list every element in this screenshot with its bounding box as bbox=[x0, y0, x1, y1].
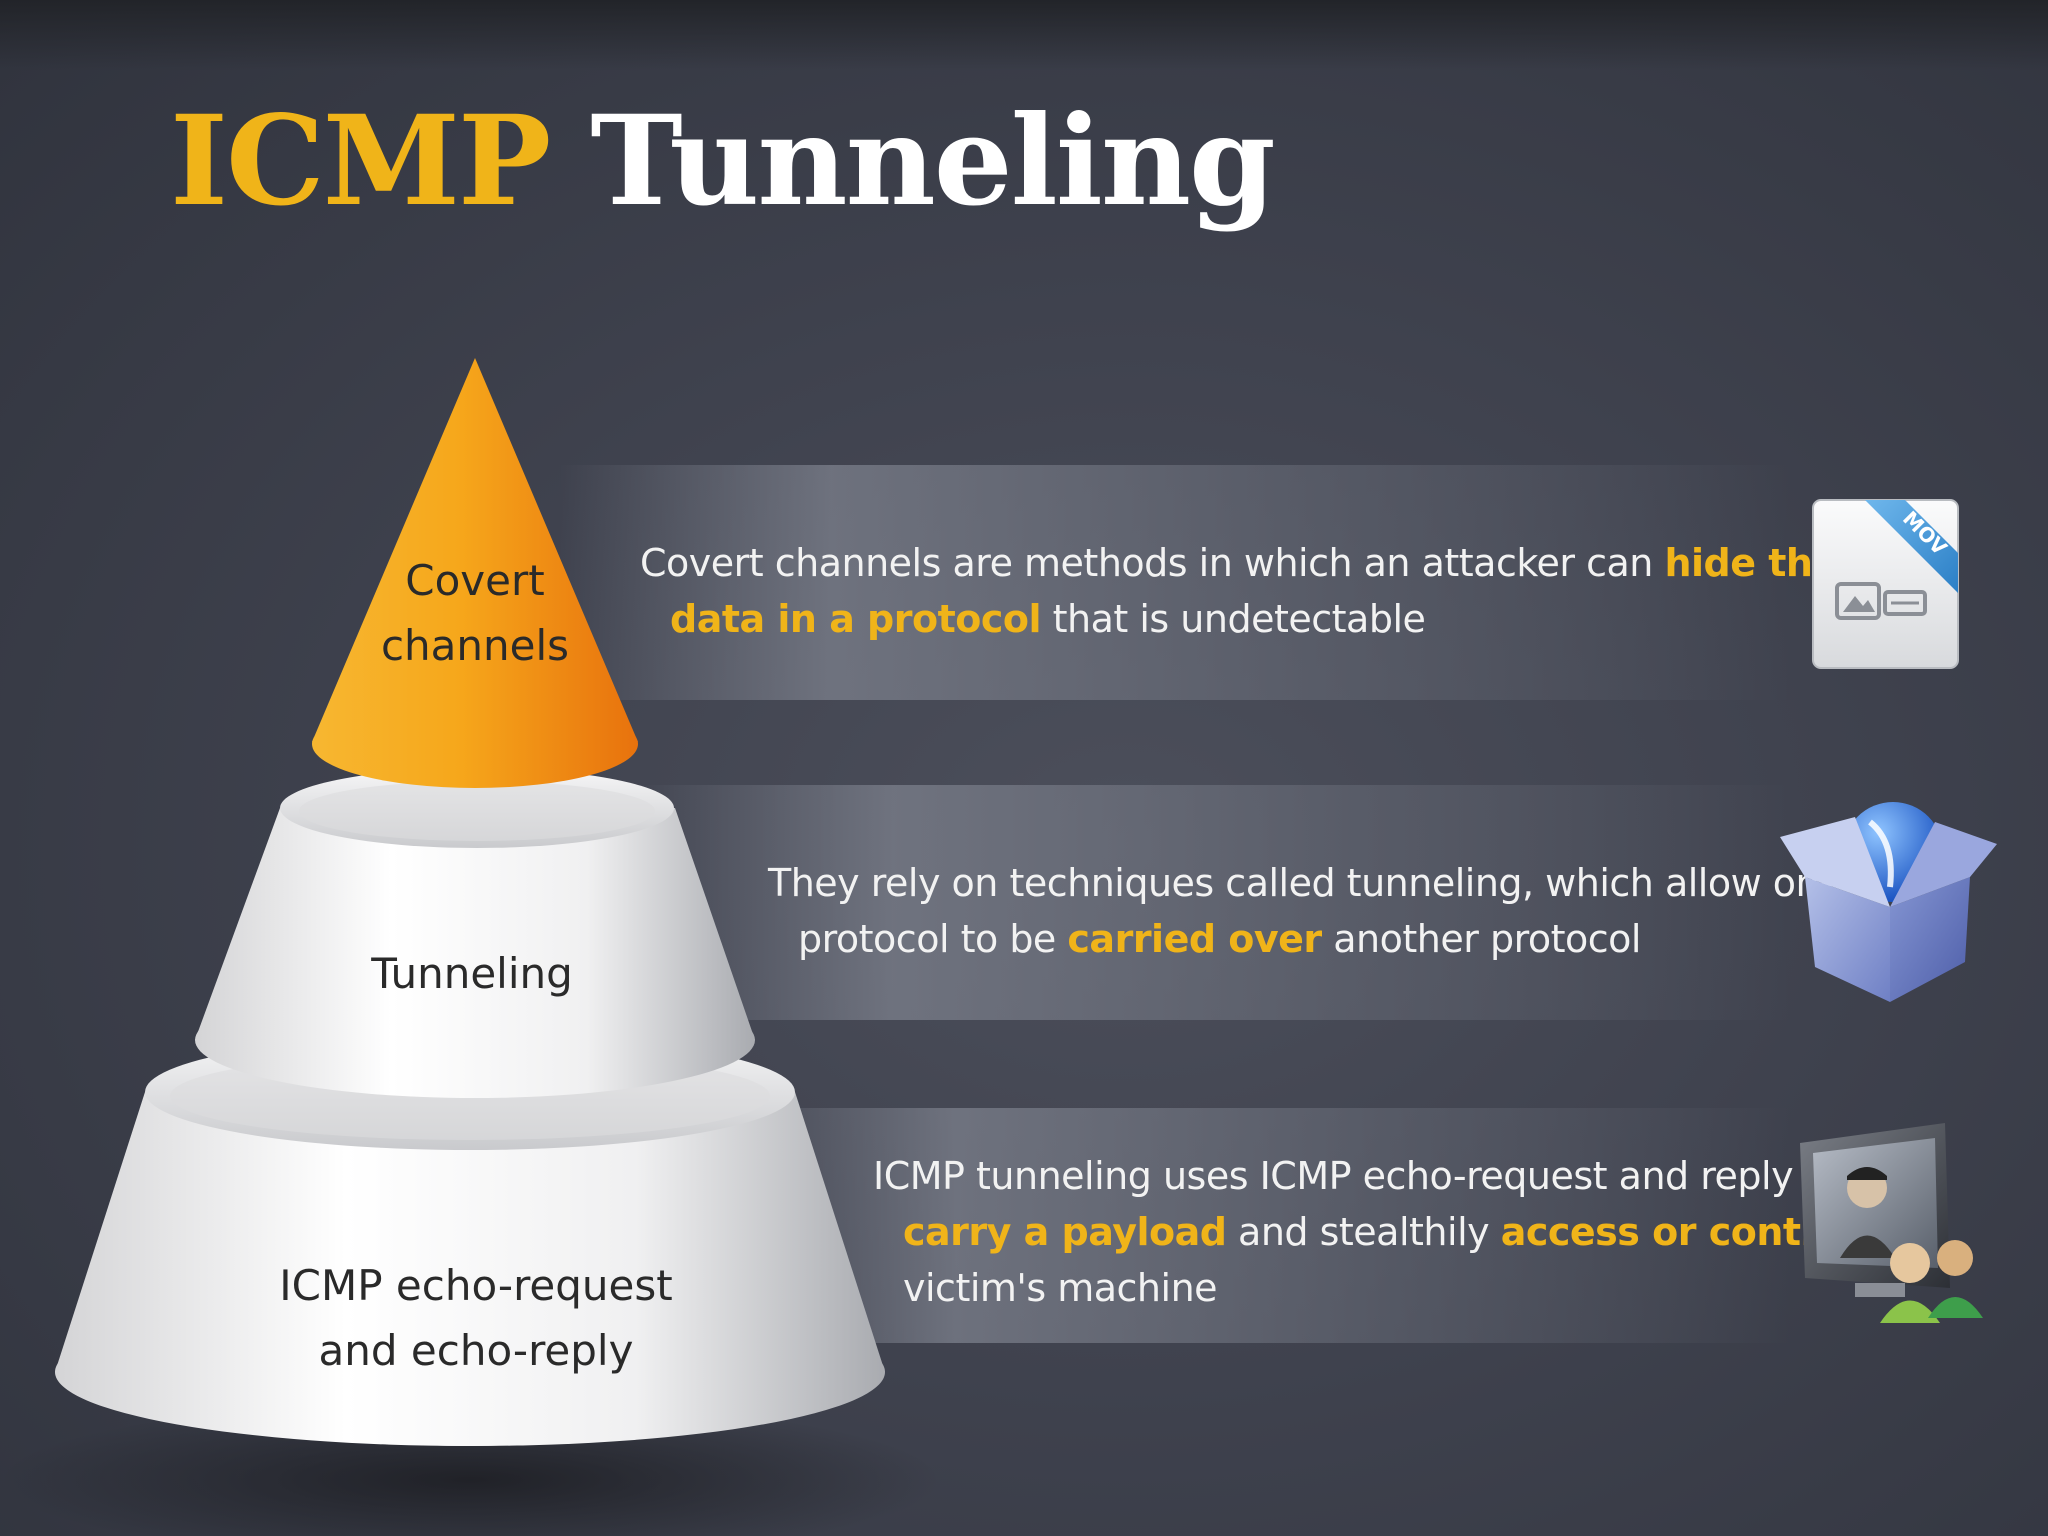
description-band-1 bbox=[560, 465, 1790, 700]
desc1-text-a: Covert channels are methods in which an … bbox=[640, 541, 1665, 585]
desc2-text-a: They rely on techniques called tunneling… bbox=[768, 861, 1842, 905]
desc2-text-c: another protocol bbox=[1321, 917, 1641, 961]
pyramid-label-bottom-line2: and echo-reply bbox=[319, 1326, 634, 1375]
pyramid-label-middle: Tunneling bbox=[370, 949, 573, 998]
desc3-highlight-b: access or control bbox=[1500, 1210, 1858, 1254]
description-band-3 bbox=[720, 1108, 1790, 1343]
pyramid-label-top-line2: channels bbox=[381, 621, 569, 670]
desc3-text-a: ICMP tunneling uses ICMP echo-request an… bbox=[873, 1154, 1842, 1198]
pyramid-label-bottom-line1: ICMP echo-request bbox=[279, 1261, 672, 1310]
top-bar bbox=[0, 0, 2048, 70]
slide-title: ICMP Tunneling bbox=[170, 100, 1276, 224]
package-box-icon bbox=[1780, 802, 1997, 1002]
desc2-highlight: carried over bbox=[1067, 917, 1322, 961]
description-covert-channels: Covert channels are methods in which an … bbox=[640, 535, 1838, 647]
pyramid-tier-top bbox=[312, 358, 638, 788]
description-tunneling: They rely on techniques called tunneling… bbox=[768, 855, 1842, 967]
title-accent: ICMP bbox=[170, 89, 551, 234]
description-icmp-tunneling: ICMP tunneling uses ICMP echo-request an… bbox=[873, 1148, 1930, 1316]
title-main: Tunneling bbox=[590, 89, 1275, 234]
desc3-text-b: and stealthily bbox=[1226, 1210, 1501, 1254]
desc1-highlight-a: hide the bbox=[1664, 541, 1838, 585]
remote-users-monitor-icon bbox=[1800, 1123, 1983, 1323]
pyramid-shadow bbox=[0, 1400, 940, 1536]
mov-file-icon: MOV bbox=[1812, 499, 1959, 669]
desc1-highlight-b: data in a protocol bbox=[670, 597, 1042, 641]
pyramid-label-top-line1: Covert bbox=[405, 556, 544, 605]
desc3-highlight-a: carry a payload bbox=[903, 1210, 1227, 1254]
desc2-text-b: protocol to be bbox=[798, 917, 1068, 961]
pyramid-tier-middle bbox=[195, 768, 755, 1098]
description-band-2 bbox=[640, 785, 1790, 1020]
desc3-text-d: victim's machine bbox=[903, 1266, 1218, 1310]
desc1-text-b: that is undetectable bbox=[1041, 597, 1426, 641]
